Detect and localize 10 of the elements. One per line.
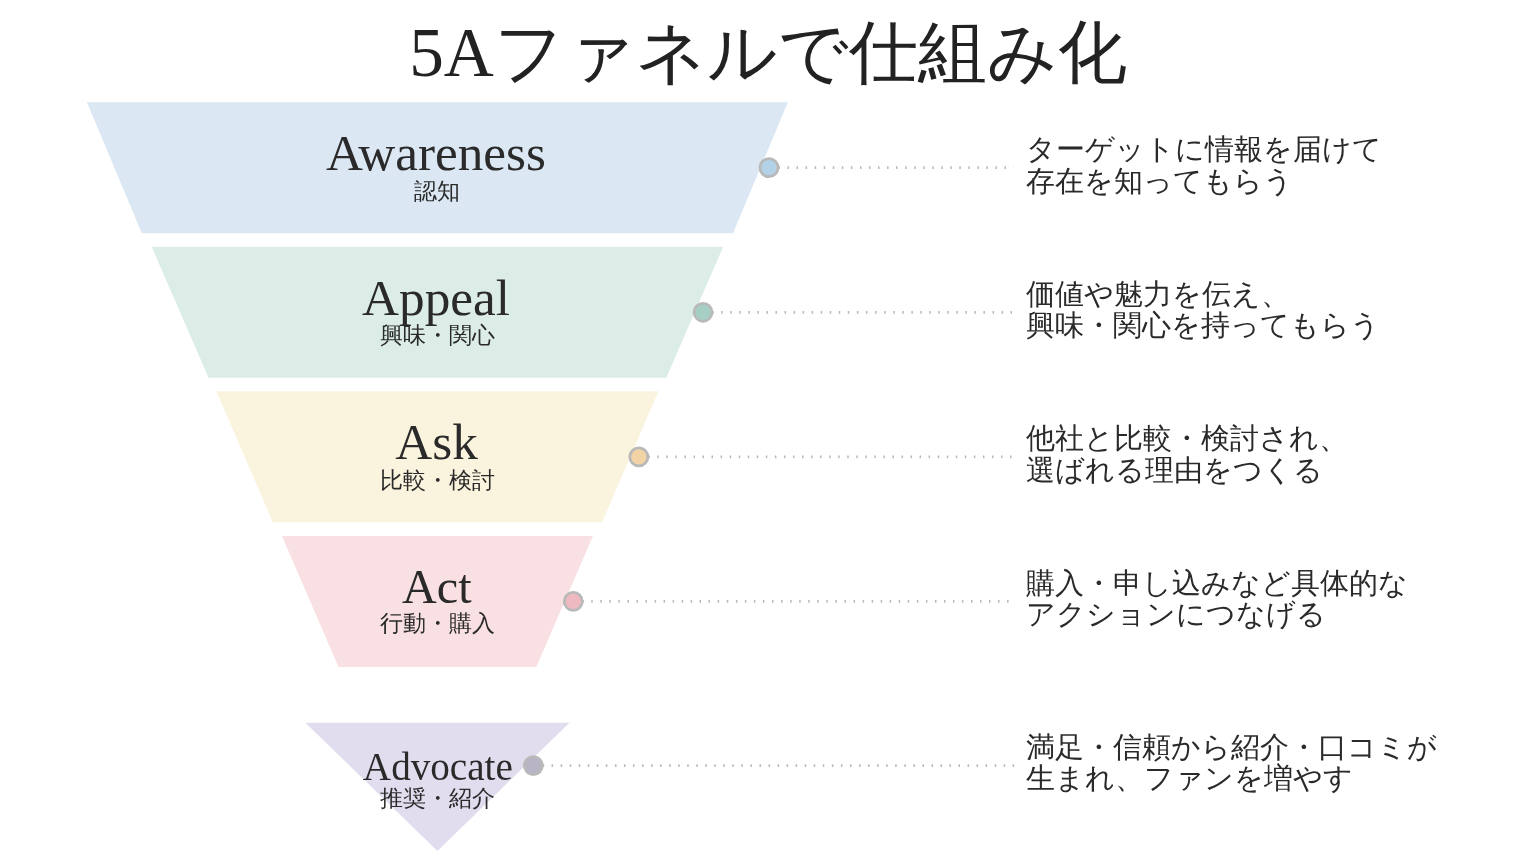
connector (522, 755, 1015, 776)
node-text: 購入・申し込みなど具体的なアクションにつなげる (1026, 565, 1409, 632)
node-text: 価値や魅力を伝え、興味・関心を持ってもらう (1026, 276, 1381, 343)
node-text: 他社と比較・検討され、選ばれる理由をつくる (1026, 421, 1349, 487)
node-text: 満足・信頼から紹介・口コミが生まれ、ファンを増やす (1026, 729, 1438, 796)
node-text: ターゲットに情報を届けて存在を知ってもらう (1026, 131, 1383, 198)
diagram-title: 5Aファネルで仕組み化 (409, 13, 1127, 91)
connector (758, 157, 1014, 179)
connector (628, 446, 1014, 468)
connector (692, 301, 1014, 323)
